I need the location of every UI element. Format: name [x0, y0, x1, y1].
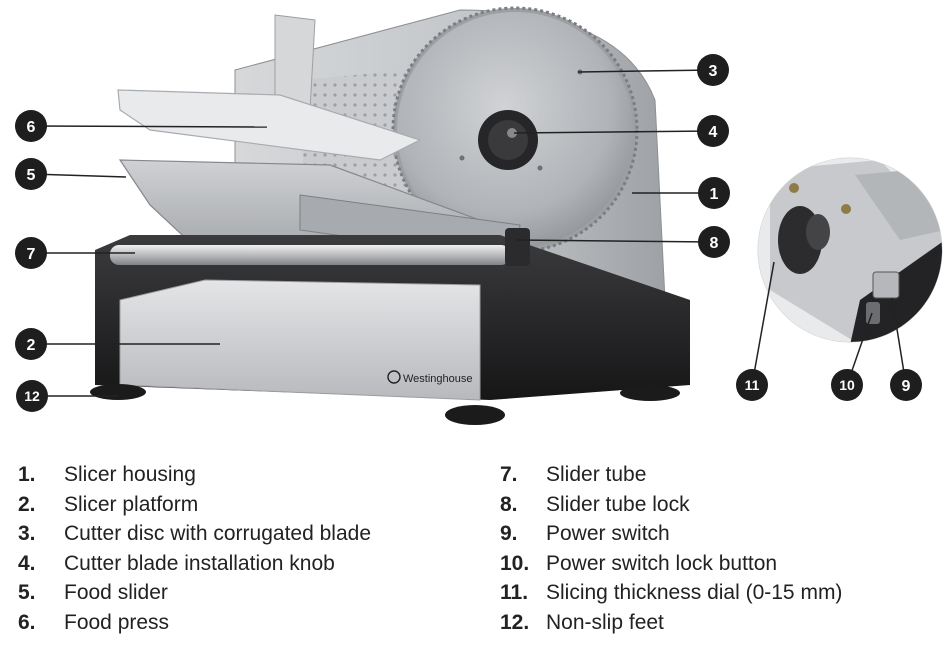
- parts-legend-right: 7. Slider tube 8. Slider tube lock 9. Power…: [500, 460, 842, 637]
- callout-4-label: 4: [709, 124, 718, 141]
- callout-11-label: 11: [745, 377, 760, 393]
- callout-3: 3: [697, 54, 729, 86]
- legend-number: 12.: [500, 610, 530, 634]
- legend-label: Power switch: [546, 522, 670, 545]
- power-switch-lock-button: [866, 302, 880, 324]
- legend-label: Power switch lock button: [546, 551, 778, 575]
- meat-slicer-diagram: Westinghouse: [15, 6, 943, 425]
- thickness-dial: [778, 206, 830, 274]
- legend-number: 7.: [500, 463, 518, 486]
- legend-label: Cutter blade installation knob: [64, 551, 335, 575]
- non-slip-feet: [90, 384, 680, 425]
- legend-label: Slider tube lock: [546, 492, 690, 516]
- callout-5-label: 5: [27, 167, 36, 184]
- legend-item: 1. Slicer housing: [18, 460, 371, 490]
- callout-11: 11: [736, 369, 768, 401]
- legend-number: 5.: [18, 581, 36, 604]
- power-switch: [872, 271, 900, 299]
- legend-number: 2.: [18, 492, 36, 516]
- callout-2: 2: [15, 328, 47, 360]
- callout-9-label: 9: [902, 378, 911, 395]
- brand-logo: Westinghouse: [387, 370, 473, 385]
- legend-number: 3.: [18, 522, 36, 545]
- legend-item: 8. Slider tube lock: [500, 490, 842, 520]
- callout-1-label: 1: [710, 186, 719, 203]
- legend-label: Slicer platform: [64, 492, 199, 516]
- callout-7-label: 7: [27, 246, 36, 263]
- callout-7: 7: [15, 237, 47, 269]
- callout-2-label: 2: [27, 337, 36, 354]
- slicer-main-view: Westinghouse: [90, 6, 690, 425]
- legend-number: 8.: [500, 492, 518, 516]
- legend-item: 7. Slider tube: [500, 460, 842, 490]
- legend-item: 2. Slicer platform: [18, 490, 371, 520]
- legend-item: 4. Cutter blade installation knob: [18, 549, 371, 579]
- legend-item: 12. Non-slip feet: [500, 608, 842, 638]
- legend-item: 6. Food press: [18, 608, 371, 638]
- callout-6-label: 6: [27, 119, 36, 136]
- legend-label: Food slider: [64, 581, 168, 604]
- legend-item: 11. Slicing thickness dial (0-15 mm): [500, 578, 842, 608]
- callout-10-label: 10: [839, 377, 855, 393]
- legend-item: 5. Food slider: [18, 578, 371, 608]
- slicer-detail-view: [757, 157, 943, 343]
- callout-9: 9: [890, 369, 922, 401]
- slicer-platform: [119, 279, 481, 401]
- legend-number: 9.: [500, 522, 518, 545]
- legend-item: 3. Cutter disc with corrugated blade: [18, 519, 371, 549]
- legend-label: Slicing thickness dial (0-15 mm): [546, 581, 843, 604]
- callout-3-label: 3: [709, 63, 718, 80]
- legend-number: 4.: [18, 551, 36, 575]
- legend-number: 1.: [18, 463, 36, 486]
- legend-label: Cutter disc with corrugated blade: [64, 522, 371, 545]
- slider-tube: [110, 245, 510, 265]
- callout-1: 1: [698, 177, 730, 209]
- callout-12-label: 12: [24, 388, 40, 404]
- legend-label: Food press: [64, 610, 170, 634]
- legend-number: 6.: [18, 610, 36, 634]
- legend-item: 9. Power switch: [500, 519, 842, 549]
- legend-number: 11.: [500, 581, 529, 604]
- callout-8-label: 8: [710, 235, 719, 252]
- legend-label: Slicer housing: [64, 463, 196, 486]
- leader-lines: [30, 69, 907, 397]
- legend-label: Slider tube: [546, 463, 647, 486]
- legend-label: Non-slip feet: [546, 610, 664, 634]
- parts-legend-left: 1. Slicer housing 2. Slicer platform 3. Cut…: [18, 460, 371, 637]
- blade-installation-knob: [478, 110, 538, 170]
- callout-5: 5: [15, 158, 47, 190]
- legend-item: 10. Power switch lock button: [500, 549, 842, 579]
- legend-number: 10.: [500, 551, 530, 575]
- callout-10: 10: [831, 369, 863, 401]
- callout-8: 8: [698, 226, 730, 258]
- slider-tube-lock: [505, 228, 530, 266]
- callout-6: 6: [15, 110, 47, 142]
- svg-text:Westinghouse: Westinghouse: [403, 373, 473, 385]
- callout-4: 4: [697, 115, 729, 147]
- callout-12: 12: [16, 380, 48, 412]
